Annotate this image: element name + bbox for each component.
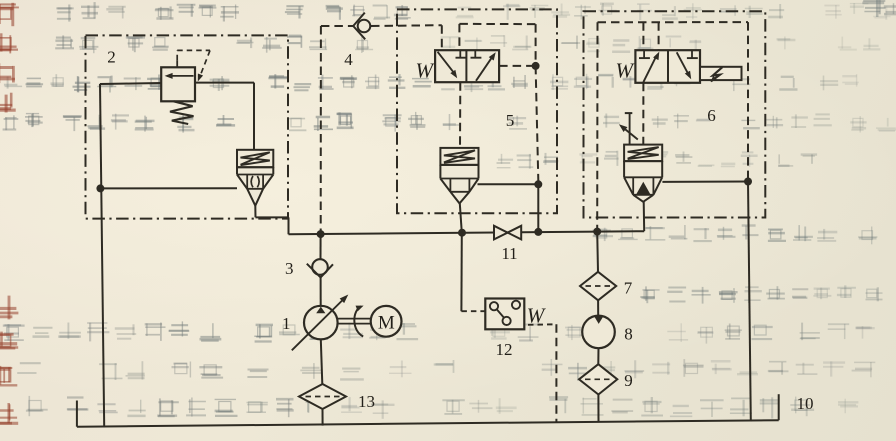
svg-text:W: W bbox=[527, 304, 547, 328]
svg-text:5: 5 bbox=[506, 111, 515, 130]
svg-text:4: 4 bbox=[344, 50, 353, 69]
svg-text:7: 7 bbox=[624, 279, 633, 298]
svg-text:W: W bbox=[416, 59, 436, 83]
svg-text:11: 11 bbox=[501, 244, 517, 263]
svg-text:1: 1 bbox=[282, 314, 291, 333]
svg-text:10: 10 bbox=[797, 394, 814, 413]
svg-text:2: 2 bbox=[107, 48, 116, 67]
svg-text:W: W bbox=[616, 59, 636, 83]
svg-text:13: 13 bbox=[358, 392, 375, 411]
svg-text:9: 9 bbox=[624, 371, 633, 390]
svg-text:12: 12 bbox=[496, 340, 513, 359]
svg-text:8: 8 bbox=[624, 325, 633, 344]
svg-text:3: 3 bbox=[285, 259, 294, 278]
svg-text:M: M bbox=[378, 312, 395, 333]
svg-text:6: 6 bbox=[707, 106, 716, 125]
